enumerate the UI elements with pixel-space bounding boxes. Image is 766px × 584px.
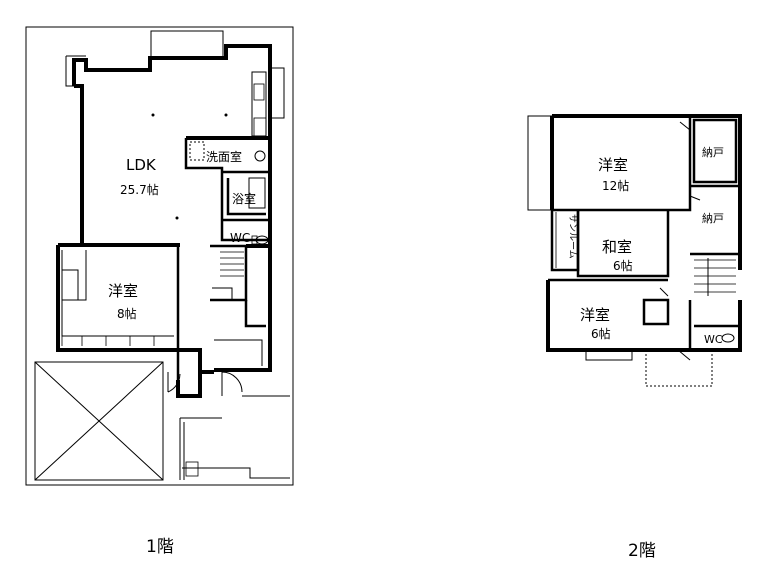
window-2f-small-room <box>585 349 633 361</box>
floor1-plan: LDK 25.7帖 洗面室 浴室 WC 洋室 8帖 1階 <box>25 26 294 557</box>
closet-mid-label: 納戸 <box>702 212 724 225</box>
ldk-label: LDK <box>126 156 157 174</box>
floor1-title: 1階 <box>146 537 174 557</box>
kitchen-window <box>269 67 285 119</box>
ldk-left-wall <box>74 84 84 245</box>
closet-top-label: 納戸 <box>702 146 724 159</box>
bathtub-icon <box>248 177 266 209</box>
ldk-outer-wall <box>72 44 272 246</box>
washbasin-icon <box>254 150 266 162</box>
balcony-2f <box>645 350 713 387</box>
toilet-icon-2f <box>721 333 735 343</box>
western-room-12-size: 12帖 <box>602 178 629 193</box>
bay-window-top <box>150 30 224 60</box>
western-room-8-size: 8帖 <box>117 306 137 321</box>
site-boundary-1f <box>25 26 294 486</box>
sunroom-label: サンルーム <box>567 214 578 259</box>
western-room-8-label: 洋室 <box>108 282 138 300</box>
ldk-size: 25.7帖 <box>120 182 159 197</box>
western-room-6-size: 6帖 <box>591 326 611 341</box>
western-room-12-label: 洋室 <box>598 156 628 174</box>
bath-label: 浴室 <box>232 191 256 206</box>
floor2-plan: 洋室 12帖 納戸 納戸 和室 6帖 サンルーム 洋室 6帖 WC 2階 <box>527 114 742 561</box>
western-room-6-label: 洋室 <box>580 306 610 324</box>
bay-window-2f <box>527 115 553 211</box>
washroom-label: 洗面室 <box>206 149 242 164</box>
washer-space <box>189 141 205 161</box>
wc-label-2f: WC <box>704 333 723 346</box>
japanese-room-size: 6帖 <box>613 258 633 273</box>
japanese-room-label: 和室 <box>602 238 632 256</box>
parking-space <box>34 361 164 481</box>
floor2-title: 2階 <box>628 541 656 561</box>
wc-label-1f: WC <box>230 231 250 245</box>
